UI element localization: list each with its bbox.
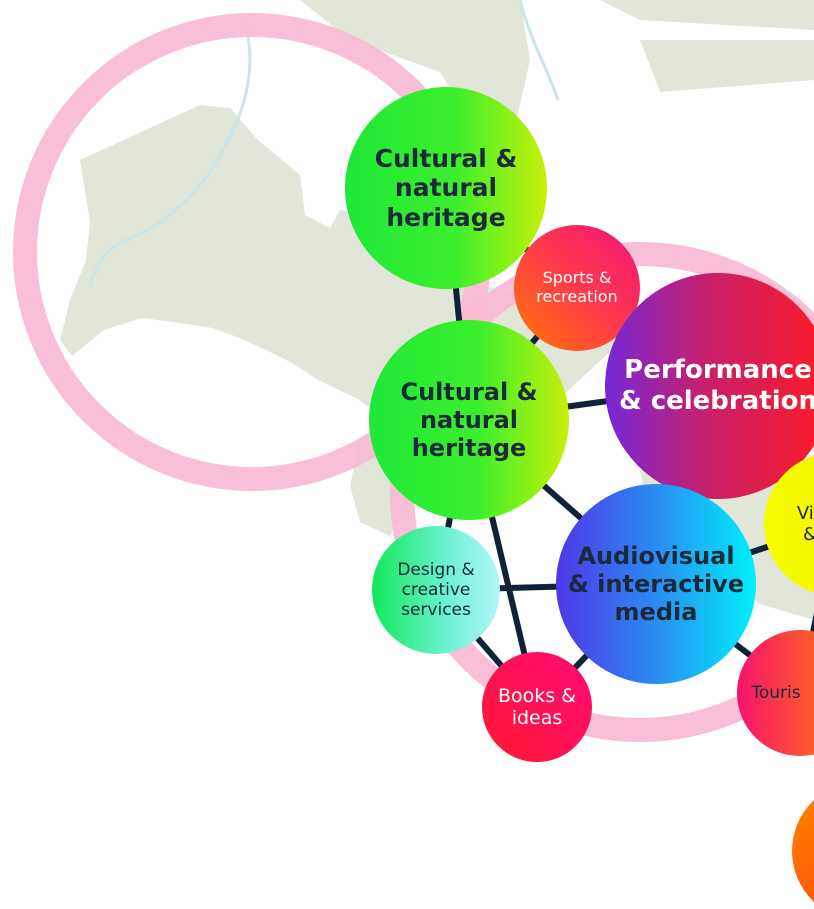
node-performance bbox=[605, 273, 814, 499]
node-design bbox=[372, 526, 500, 654]
node-heritage-top bbox=[345, 87, 547, 289]
map-landmass-northeast bbox=[640, 40, 814, 92]
node-audiovisual bbox=[556, 484, 756, 684]
map-river-north bbox=[518, 0, 560, 101]
node-books bbox=[482, 652, 592, 762]
node-partial-bottom bbox=[792, 800, 814, 902]
map-landmass-peninsula bbox=[190, 234, 268, 302]
node-heritage-mid bbox=[369, 320, 569, 520]
node-visual-arts bbox=[764, 455, 814, 593]
map-landmass-east bbox=[600, 0, 814, 30]
node-tourism bbox=[737, 630, 814, 756]
node-sports bbox=[514, 225, 640, 351]
map-river-channel bbox=[88, 19, 252, 287]
cluster-nodes bbox=[345, 87, 814, 902]
